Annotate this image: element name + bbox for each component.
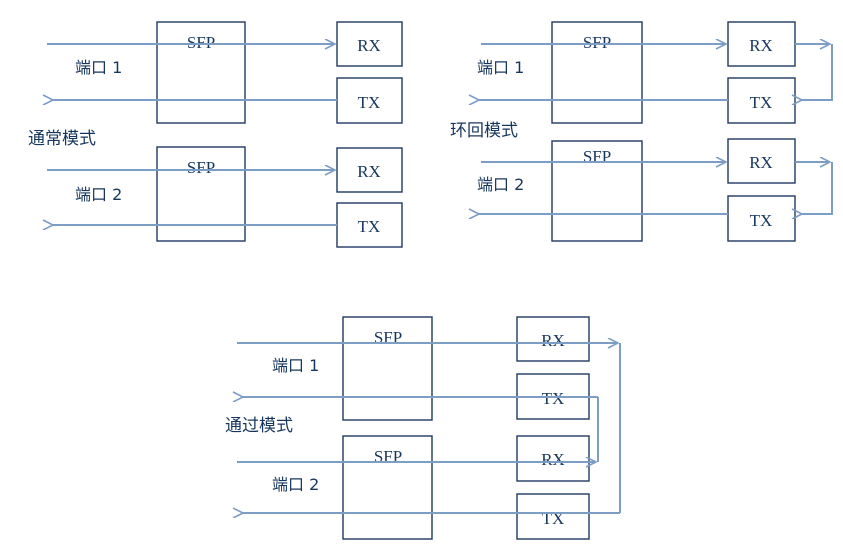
rx-label: RX (749, 153, 773, 172)
port-label: 端口 2 (75, 185, 122, 204)
tx-label: TX (358, 217, 381, 236)
port-group-2: SFP RX TX 端口 2 (237, 435, 620, 540)
sfp-label: SFP (583, 147, 611, 166)
mode-label: 环回模式 (450, 121, 518, 141)
tx-label: TX (542, 509, 565, 528)
sfp-box (551, 140, 643, 242)
tx-box (516, 493, 590, 540)
mode-label: 通常模式 (28, 129, 96, 149)
port-label: 端口 1 (477, 58, 524, 77)
rx-label: RX (357, 162, 381, 181)
tx-label: TX (358, 93, 381, 112)
rx-label: RX (357, 36, 381, 55)
rx-box (516, 316, 590, 362)
sfp-label: SFP (374, 447, 402, 466)
rx-box (336, 21, 403, 67)
port-label: 端口 1 (75, 58, 122, 77)
port-group-1: SFP RX TX 端口 1 (47, 21, 403, 124)
tx-label: TX (750, 93, 773, 112)
sfp-label: SFP (583, 33, 611, 52)
loopback-return-path (801, 44, 833, 100)
port-group-1: SFP RX TX 端口 1 (237, 316, 617, 421)
sfp-label: SFP (374, 328, 402, 347)
sfp-box (551, 21, 643, 124)
sfp-box (342, 316, 433, 421)
port-label: 端口 1 (272, 356, 319, 375)
port-label: 端口 2 (477, 175, 524, 194)
rx-label: RX (541, 450, 565, 469)
panel-passthrough-mode: SFP RX TX 端口 1 通过模式 SFP RX TX 端口 2 (225, 316, 621, 540)
tx-label: TX (750, 211, 773, 230)
sfp-label: SFP (187, 33, 215, 52)
panel-normal-mode: SFP RX TX 端口 1 通常模式 SFP RX TX 端口 2 (28, 21, 403, 248)
rx-label: RX (541, 331, 565, 350)
port-group-2: SFP RX TX 端口 2 (47, 146, 403, 248)
loopback-return-path (801, 162, 833, 214)
rx-label: RX (749, 36, 773, 55)
panel-loopback-mode: SFP RX TX 端口 1 环回模式 SFP RX TX (450, 21, 833, 242)
sfp-box (342, 435, 433, 540)
sfp-label: SFP (187, 158, 215, 177)
sfp-box (156, 146, 246, 242)
port-group-2: SFP RX TX 端口 2 (477, 138, 833, 242)
port-group-1: SFP RX TX 端口 1 (477, 21, 833, 124)
rx-box (336, 147, 403, 193)
sfp-box (156, 21, 246, 124)
mode-label: 通过模式 (225, 416, 293, 436)
port-label: 端口 2 (272, 475, 319, 494)
tx-label: TX (542, 389, 565, 408)
